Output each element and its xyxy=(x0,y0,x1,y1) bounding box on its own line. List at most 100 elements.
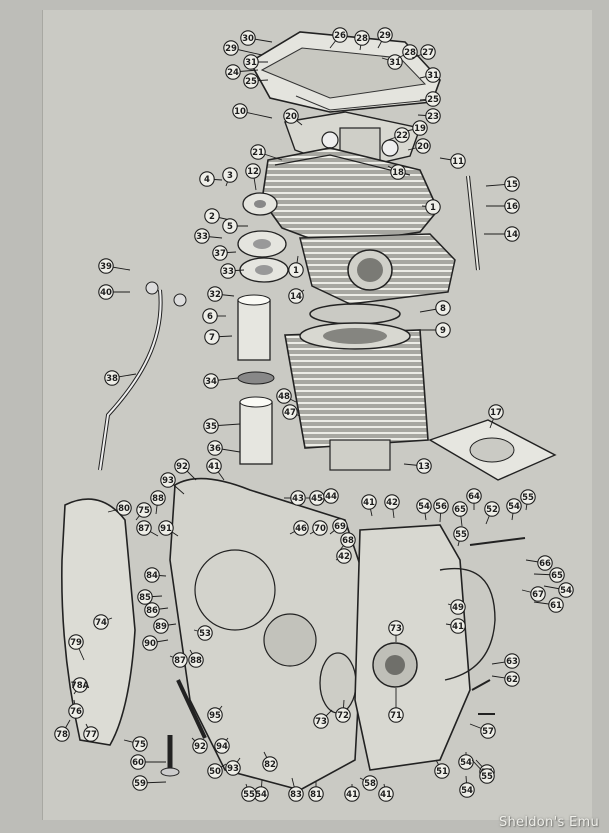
callout-circle xyxy=(98,258,114,274)
callout-37: 40 xyxy=(98,284,130,300)
callout-39: 8 xyxy=(419,300,451,316)
callout-21: 18 xyxy=(387,164,406,180)
callout-circle xyxy=(362,775,378,791)
callout-label: 65 xyxy=(551,571,563,581)
callout-circle xyxy=(530,586,546,602)
callout-62: 65 xyxy=(452,501,468,527)
callout-label: 13 xyxy=(418,462,430,472)
callout-label: 6 xyxy=(207,312,213,322)
callout-87: 53 xyxy=(193,625,213,641)
callout-circle xyxy=(188,652,204,668)
callout-label: 4 xyxy=(204,175,210,185)
callout-label: 1 xyxy=(293,266,299,276)
callout-label: 93 xyxy=(162,476,174,486)
callout-48: 35 xyxy=(203,418,241,434)
callout-79: 65 xyxy=(533,567,565,583)
callout-circle xyxy=(388,707,404,723)
callout-75: 68 xyxy=(339,532,356,551)
callout-circle xyxy=(262,756,278,772)
callout-label: 28 xyxy=(404,48,416,58)
callout-circle xyxy=(222,218,238,234)
callout-102: 95 xyxy=(207,705,223,723)
callout-circle xyxy=(450,618,466,634)
callout-label: 29 xyxy=(225,44,237,54)
callout-circle xyxy=(336,548,352,564)
callout-label: 43 xyxy=(292,494,304,504)
callout-circle xyxy=(504,198,520,214)
callout-label: 95 xyxy=(209,711,221,721)
callout-circle xyxy=(243,54,259,70)
callout-label: 31 xyxy=(389,58,401,68)
callout-circle xyxy=(387,54,403,70)
callout-11: 31 xyxy=(419,67,441,83)
callout-circle xyxy=(83,726,99,742)
callout-label: 58 xyxy=(364,779,376,789)
tappet-guide xyxy=(237,294,275,465)
callout-label: 3 xyxy=(227,171,233,181)
callout-label: 72 xyxy=(337,711,349,721)
callout-19: 21 xyxy=(250,144,283,161)
callout-circle xyxy=(153,618,169,634)
callout-93: 88 xyxy=(188,649,204,668)
callout-label: 63 xyxy=(506,657,518,667)
callout-label: 78 xyxy=(56,730,68,740)
callout-circle xyxy=(54,726,70,742)
callout-42: 7 xyxy=(204,329,233,345)
callout-43: 9 xyxy=(420,322,451,338)
callout-label: 73 xyxy=(390,624,402,634)
callout-label: 42 xyxy=(338,552,350,562)
callout-circle xyxy=(425,199,441,215)
callout-circle xyxy=(68,703,84,719)
callout-30: 5 xyxy=(222,218,248,234)
callout-label: 61 xyxy=(550,601,562,611)
callout-circle xyxy=(453,526,469,542)
callout-113: 82 xyxy=(262,751,278,772)
callout-label: 48 xyxy=(278,392,290,402)
callout-95: 79 xyxy=(68,634,85,661)
callout-label: 90 xyxy=(144,639,156,649)
callout-circle xyxy=(132,736,148,752)
callout-label: 31 xyxy=(427,71,439,81)
callout-circle xyxy=(450,599,466,615)
callout-label: 67 xyxy=(532,590,544,600)
callout-51: 13 xyxy=(403,458,432,474)
callout-circle xyxy=(232,103,248,119)
callout-circle xyxy=(335,707,351,723)
callout-label: 7 xyxy=(209,333,215,343)
callout-circle xyxy=(197,625,213,641)
callout-label: 23 xyxy=(427,112,439,122)
callout-46: 48 xyxy=(276,388,297,404)
callout-60: 54 xyxy=(416,498,432,521)
callout-122: 41 xyxy=(344,784,360,802)
callout-label: 41 xyxy=(380,790,392,800)
callout-1: 30 xyxy=(240,30,273,46)
callout-label: 59 xyxy=(134,779,146,789)
callout-circle xyxy=(480,723,496,739)
callout-circle xyxy=(250,144,266,160)
callout-label: 83 xyxy=(290,790,302,800)
callout-label: 89 xyxy=(155,622,167,632)
callout-circle xyxy=(204,208,220,224)
callout-label: 46 xyxy=(295,524,307,534)
callout-6: 31 xyxy=(243,54,268,70)
callout-label: 45 xyxy=(311,494,323,504)
callout-label: 82 xyxy=(264,760,276,770)
callout-label: 84 xyxy=(146,571,158,581)
callout-circle xyxy=(416,498,432,514)
callout-label: 86 xyxy=(146,606,158,616)
callout-label: 75 xyxy=(138,506,150,516)
callout-circle xyxy=(93,614,109,630)
callout-label: 29 xyxy=(379,31,391,41)
callout-label: 64 xyxy=(468,492,480,502)
callout-circle xyxy=(288,288,304,304)
callout-label: 69 xyxy=(334,522,346,532)
callout-label: 17 xyxy=(490,408,502,418)
callout-circle xyxy=(484,501,500,517)
callout-3: 28 xyxy=(354,30,370,51)
callout-label: 21 xyxy=(252,148,264,158)
callout-label: 25 xyxy=(427,95,439,105)
callout-circle xyxy=(158,520,174,536)
callout-circle xyxy=(425,67,441,83)
callout-61: 56 xyxy=(433,498,449,523)
